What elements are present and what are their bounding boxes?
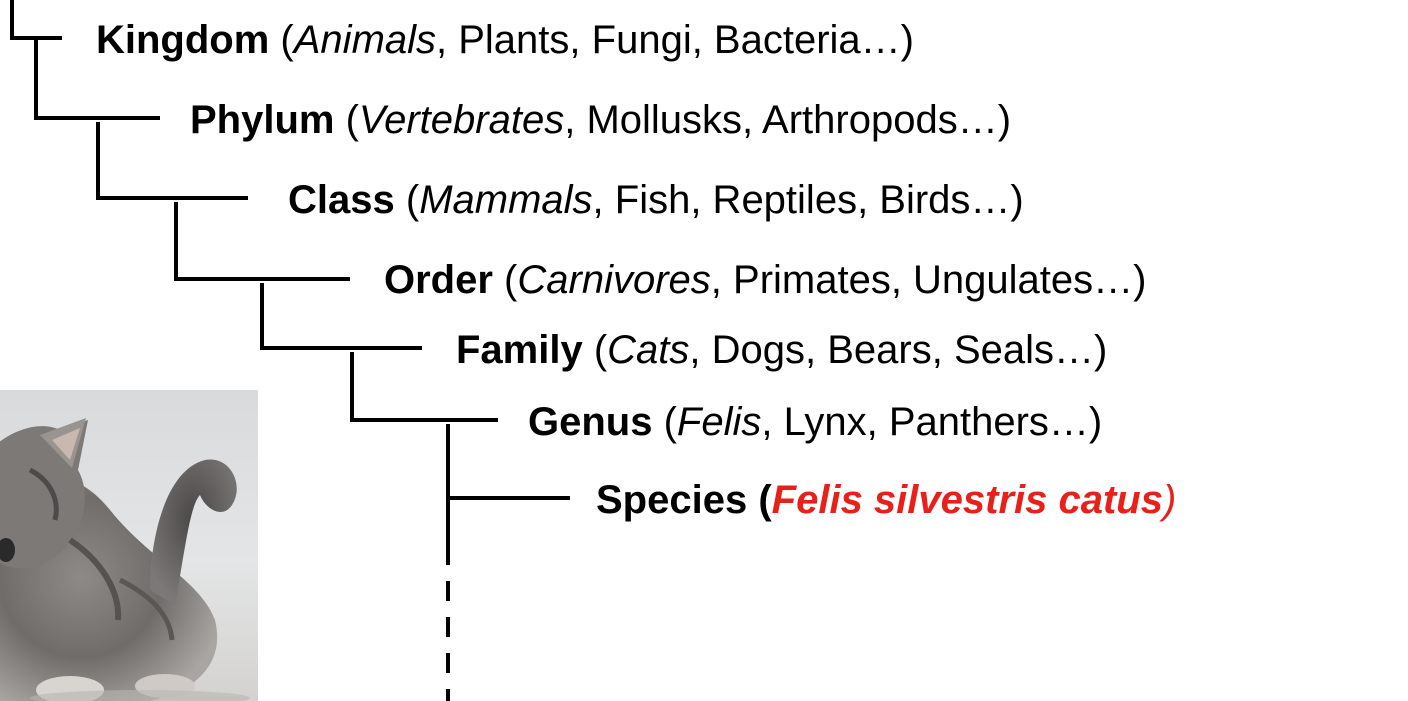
connector-order-down xyxy=(262,285,352,348)
kitten-illustration xyxy=(0,390,258,701)
rank-phylum: Phylum (Vertebrates, Mollusks, Arthropod… xyxy=(190,100,1011,140)
connector-phylum-down xyxy=(98,124,176,198)
connector-class-down xyxy=(176,204,262,279)
rank-kingdom: Kingdom (Animals, Plants, Fungi, Bacteri… xyxy=(96,20,914,60)
rank-genus: Genus (Felis, Lynx, Panthers…) xyxy=(528,402,1102,442)
rank-family: Family (Cats, Dogs, Bears, Seals…) xyxy=(456,330,1107,370)
connector-kingdom-down xyxy=(36,38,98,118)
rank-order: Order (Carnivores, Primates, Ungulates…) xyxy=(384,260,1146,300)
rank-class: Class (Mammals, Fish, Reptiles, Birds…) xyxy=(288,180,1024,220)
kitten-photo xyxy=(0,390,258,701)
connector-family-down xyxy=(352,354,448,420)
rank-species: Species (Felis silvestris catus) xyxy=(596,480,1176,520)
